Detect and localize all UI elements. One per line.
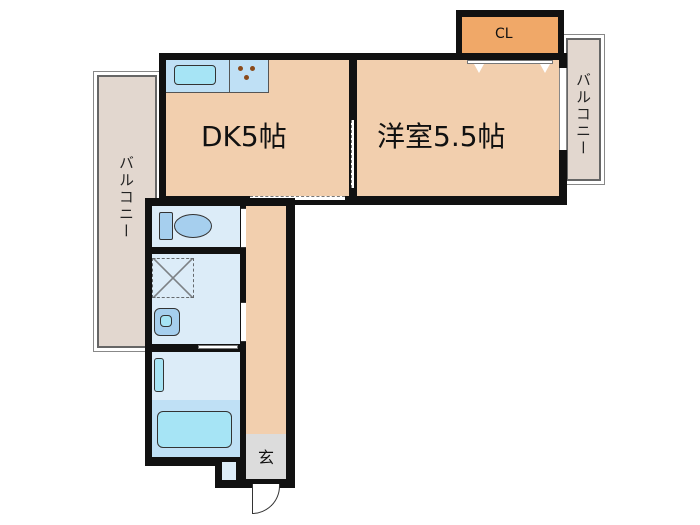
room-toilet [152,206,240,247]
room-western: 洋室5.5帖 [357,60,559,196]
western-room-label: 洋室5.5帖 [377,120,506,153]
dk-label: DK5帖 [201,120,287,153]
burner-icon [244,75,249,80]
toilet-tank-icon [159,212,173,240]
front-door[interactable] [252,484,280,514]
shower-icon [154,358,164,392]
balcony-right: バルコニー [566,38,601,181]
basin-bowl-icon [160,315,172,327]
partition-sliding-door[interactable] [351,120,354,188]
room-bathroom [152,352,240,457]
entrance: 玄 [246,434,286,479]
toilet-bowl-icon [174,214,212,238]
burner-icon [238,66,243,71]
bathtub-icon [157,411,232,448]
shoe-storage [222,462,236,480]
balcony-left-label: バルコニー [117,155,135,240]
kitchen-stove [230,60,269,93]
balcony-right-label: バルコニー [574,72,592,157]
washbasin-icon [154,308,180,336]
corridor [246,206,286,434]
closet-door-right-icon [540,64,550,73]
dk-bottom-door[interactable] [250,196,345,200]
washing-machine-space [152,258,194,298]
closet-door-rail[interactable] [467,60,553,64]
bathroom-sliding-door[interactable] [198,345,238,349]
entrance-label: 玄 [258,448,275,467]
room-washroom [152,254,240,344]
balcony-window[interactable] [559,68,567,150]
burner-icon [250,66,255,71]
sink-icon [174,65,216,85]
closet: CL [462,17,558,53]
room-dk: DK5帖 [166,60,349,196]
closet-door-left-icon [474,64,484,73]
kitchen-sink-counter [166,60,230,93]
closet-label: CL [495,26,513,42]
